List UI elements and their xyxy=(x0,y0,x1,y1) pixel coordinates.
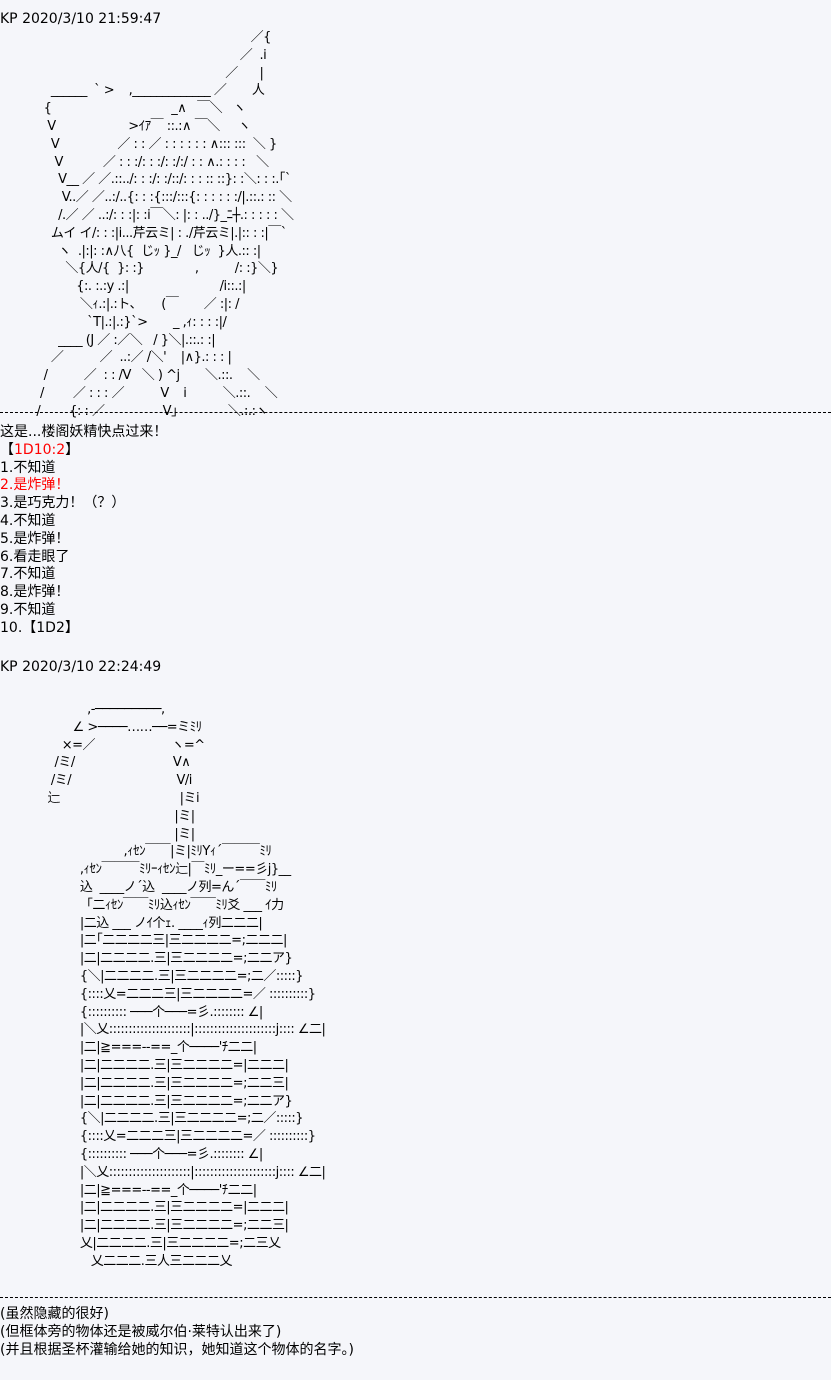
art-line: ／ .i xyxy=(0,47,267,63)
option-item: 9.不知道 xyxy=(0,601,56,618)
art-line: |＼乂:::::::::::::::::::::|:::::::::::::::… xyxy=(0,1164,326,1180)
art-line: ∠ >────……──=ミﾐﾘ xyxy=(0,719,203,735)
option-item: 6.看走眼了 xyxy=(0,548,70,565)
option-item: 8.是炸弹！ xyxy=(0,584,70,601)
narration-line: (并且根据圣杯灌输给她的知识，她知道这个物体的名字。) xyxy=(0,1341,354,1358)
art-line: V >ｲｱ￣ ::.:∧ ￣＼ ヽ xyxy=(0,118,251,134)
art-line: 乂二二二.三人三二二二乂 xyxy=(0,1253,233,1269)
art-line: {＼|二二二二.三|三二二二二=;二／:::::} xyxy=(0,1111,304,1127)
art-line: |ミ| xyxy=(0,808,195,824)
ascii-art-drink-pack: ,-─────────, ∠ >────……──=ミﾐﾘ ×=／ ヽ=^ /ミ/… xyxy=(0,701,326,1271)
intro-text: 这是...楼阁妖精快点过来！ xyxy=(0,424,168,440)
art-line: {:::::::::: ───个───=彡.:::::::: ∠| xyxy=(0,1004,263,1020)
option-item: 10.【1D2】 xyxy=(0,619,79,636)
art-line: ＼ｨ.:|.:ト､ (￣ ／ :|: / xyxy=(0,296,240,312)
option-item: 2.是炸弹！ xyxy=(0,477,70,494)
art-line: /ミ/ V/i xyxy=(0,773,193,789)
art-line: / ／ : : : ／ V i ＼.::. ＼ xyxy=(0,385,278,401)
art-line: |ミ| xyxy=(0,826,195,842)
art-line: ／{ xyxy=(0,30,272,45)
narration-line: (虽然隐藏的很好) xyxy=(0,1306,109,1322)
art-line: |＼乂:::::::::::::::::::::|:::::::::::::::… xyxy=(0,1022,326,1038)
art-line: |二|≧===--==_个────'ﾁ二二| xyxy=(0,1040,257,1056)
art-line: ヽ .|:|: :∧八{ じｯ }_/ じｯ }人.:: :| xyxy=(0,243,261,259)
art-line: {:::::::::: ───个───=彡.:::::::: ∠| xyxy=(0,1146,263,1162)
dice-roll: 【1D10:2】 xyxy=(0,442,167,460)
art-line: 「二ｨｾﾝ￣￣ﾐﾘ込ｨｾﾝ￣￣ﾐﾘ爻 ___ ｲ力 xyxy=(0,897,284,913)
divider xyxy=(0,1297,831,1298)
post-2-body: (虽然隐藏的很好) (但框体旁的物体还是被威尔伯·莱特认出来了) (并且根据圣杯… xyxy=(0,1306,354,1359)
art-line: V__ ／ ／.::../: : :/: :/::/: : : :: ::}: … xyxy=(0,172,291,188)
art-line: |二｢二二二二三|三二二二二=;二二二| xyxy=(0,933,287,949)
art-line: ／ | xyxy=(0,65,264,81)
art-line: V ／ : : :/: : :/: :/:/ : : ∧.: : : : ＼ xyxy=(0,154,269,170)
art-line: {::::乂=二二二三|三二二二二=／ ::::::::::} xyxy=(0,1129,316,1145)
art-line: / {: : ／ V｣ ＼.:.:ヽ xyxy=(0,403,268,419)
art-line: ×=／ ヽ=^ xyxy=(0,737,205,753)
art-line: { _∧ ￣＼ ヽ xyxy=(0,101,246,117)
art-line: / ／ : : /V ＼ ) ^j ＼.::. ＼ xyxy=(0,368,260,384)
art-line: ,ｨｾﾝ￣￣￣ﾐﾘｰｨｾﾝ辷|￣ﾐﾘ_ー==彡j}__ xyxy=(0,862,291,878)
art-line: `T|.:|.:}`> _ ,ｨ: : : :|/ xyxy=(0,314,227,330)
art-line: |二|二二二二.三|三二二二二=|二二二| xyxy=(0,1200,289,1216)
art-line: {＼|二二二二.三|三二二二二=;二／:::::} xyxy=(0,968,304,984)
option-item: 1.不知道 xyxy=(0,459,56,476)
art-line: |二|二二二二.三|三二二二二=;二二ア} xyxy=(0,1093,293,1109)
art-line: ／ ／ ..:／ /＼' |∧}.: : : | xyxy=(0,350,232,366)
art-line: 乂|二二二二.三|三二二二二=;二三乂 xyxy=(0,1235,281,1251)
art-line: ,ｨｾﾝ￣￣|ミ|ﾐﾘYｨ´￣￣￣ﾐﾘ xyxy=(0,844,272,860)
dice-roll-result: 1D10:2 xyxy=(14,441,66,458)
art-line: ______ ` > ,_____________ ／ 人 xyxy=(0,83,265,99)
bracket-close: 】 xyxy=(65,441,80,458)
art-line: /ミ/ V∧ xyxy=(0,755,191,771)
option-item: 3.是巧克力！（？） xyxy=(0,495,126,512)
art-line: |二|二二二二.三|三二二二二=;二二三| xyxy=(0,1075,289,1091)
option-item: 4.不知道 xyxy=(0,512,56,529)
art-line: {::::乂=二二二三|三二二二二=／ ::::::::::} xyxy=(0,986,316,1002)
art-line: |二|≧===--==_个────'ﾁ二二| xyxy=(0,1182,257,1198)
art-line: |二|二二二二.三|三二二二二=;二二ア} xyxy=(0,951,293,967)
art-line: 込 ____ノ´込 ____ノ列=ん´￣￣ﾐﾘ xyxy=(0,879,277,895)
narration-line: (但框体旁的物体还是被威尔伯·莱特认出来了) xyxy=(0,1323,282,1340)
art-line: V..／ ／..:/..{: : :{:::/:::{: : : : : :/|… xyxy=(0,190,292,206)
art-line: 辷 |ミi xyxy=(0,790,200,806)
divider xyxy=(0,412,831,413)
art-line: ____ (J ／ :／＼ / }＼|.::.: :| xyxy=(0,332,216,348)
art-line: |二|二二二二.三|三二二二二=|二二二| xyxy=(0,1057,289,1073)
option-item: 5.是炸弹！ xyxy=(0,530,70,547)
post-2: KP 2020/3/10 22:24:49 xyxy=(0,659,161,677)
art-line: |二込 ___ ノｲ个ｪ. ____ｨ列二二二| xyxy=(0,915,263,931)
bracket-open: 【 xyxy=(0,441,14,458)
art-line: /.／ ／ ..:/: : :|: :i￣＼: |: : ../}_ﾆ┼.: :… xyxy=(0,207,294,223)
ascii-art-character: ／{ ／ .i ／ | ______ ` > ,_____________ ／ … xyxy=(0,29,294,421)
art-line: ,-─────────, xyxy=(0,702,165,717)
post-1: KP 2020/3/10 21:59:47 xyxy=(0,11,161,29)
art-line: ＼{人/{ }: :} , /: :}＼} xyxy=(0,261,279,277)
option-item: 7.不知道 xyxy=(0,566,56,583)
art-line: ムイ イ/: : :|i...芹云ミ| : ./芹云ミ|.|:: : :|￣` xyxy=(0,225,287,241)
post-header: KP 2020/3/10 22:24:49 xyxy=(0,659,162,675)
art-line: V ／ : : ／ : : : : : : ∧::: ::: ＼ } xyxy=(0,136,277,152)
art-line: {:. :.:y .:| /i::.:| xyxy=(0,279,246,295)
post-header: KP 2020/3/10 21:59:47 xyxy=(0,11,162,27)
art-line: |二|二二二二.三|三二二二二=;二二三| xyxy=(0,1218,289,1234)
